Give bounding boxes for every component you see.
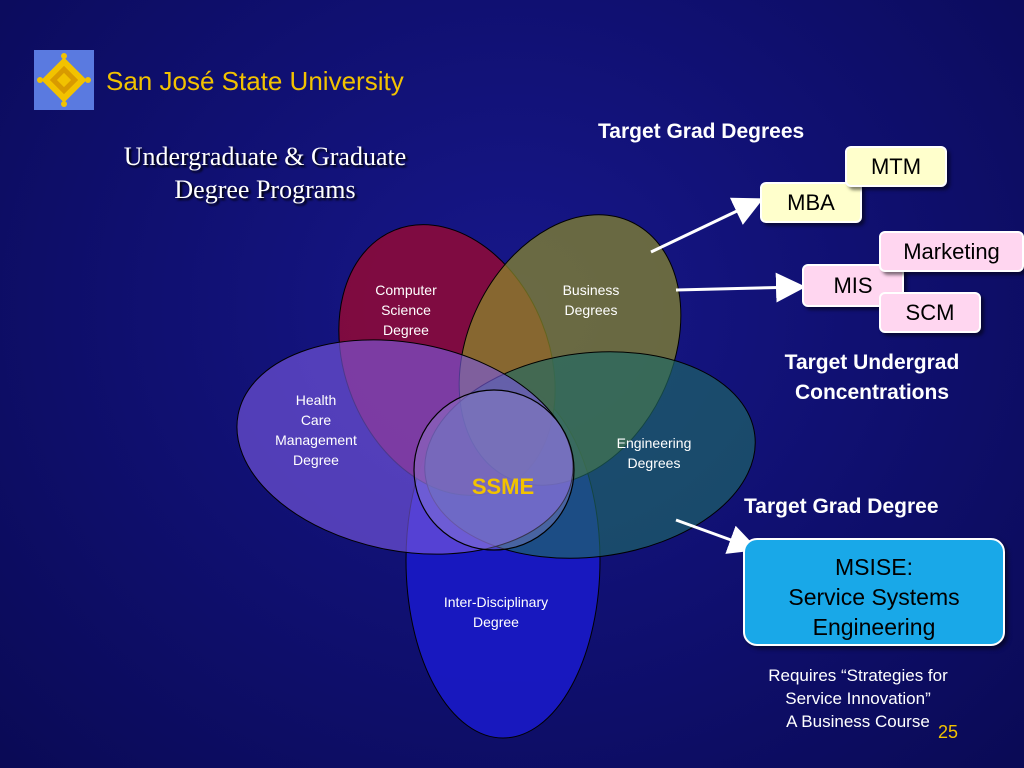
label-computer-science: Computer Science Degree	[356, 280, 456, 340]
heading-line: Concentrations	[794, 381, 949, 404]
page-number: 25	[938, 722, 959, 742]
note-line: Requires “Strategies for	[768, 666, 948, 685]
note-line: A Business Course	[786, 712, 930, 731]
label-line: Degree	[293, 452, 339, 468]
msise-box: MSISE: Service Systems Engineering	[743, 538, 1005, 646]
label-health-care: Health Care Management Degree	[258, 390, 374, 470]
university-logo	[34, 50, 94, 110]
ellipse-ssme-center	[413, 389, 575, 551]
label-line: Inter-Disciplinary	[443, 594, 549, 610]
label-business: Business Degrees	[540, 280, 642, 320]
arrow-to-grad-degrees	[650, 197, 764, 254]
heading-target-grad-degrees: Target Grad Degrees	[598, 120, 805, 143]
label-line: Engineering	[616, 435, 692, 451]
label-line: Care	[300, 412, 332, 428]
msise-line: Service Systems	[788, 584, 960, 610]
label-line: Science	[381, 302, 431, 318]
heading-line: Target Undergrad	[784, 351, 960, 374]
msise-line: MSISE:	[835, 554, 913, 580]
heading-target-undergrad-concentrations: Target Undergrad Concentrations	[752, 348, 992, 408]
ssme-label: SSME	[471, 474, 535, 499]
msise-line: Engineering	[812, 614, 936, 640]
label-line: Degree	[383, 322, 429, 338]
tag-mba: MBA	[760, 182, 862, 223]
subtitle-line: Degree Programs	[174, 175, 356, 204]
heading-target-grad-degree: Target Grad Degree	[744, 495, 939, 518]
tag-scm: SCM	[879, 292, 981, 333]
tag-marketing: Marketing	[879, 231, 1024, 272]
arrow-to-concentrations	[675, 272, 806, 303]
label-line: Business	[562, 282, 620, 298]
requirement-note: Requires “Strategies for Service Innovat…	[740, 664, 976, 733]
label-line: Degrees	[627, 455, 681, 471]
note-line: Service Innovation”	[785, 689, 931, 708]
university-name: San José State University	[106, 66, 404, 96]
label-line: Degree	[473, 614, 519, 630]
label-line: Health	[295, 392, 337, 408]
slide-subtitle: Undergraduate & Graduate Degree Programs	[60, 140, 470, 206]
tag-mtm: MTM	[845, 146, 947, 187]
ellipse-health-care	[236, 339, 574, 555]
label-line: Management	[275, 432, 357, 448]
label-line: Degrees	[564, 302, 618, 318]
label-engineering: Engineering Degrees	[598, 433, 710, 473]
arrow-to-msise	[675, 518, 759, 554]
label-line: Computer	[375, 282, 437, 298]
subtitle-line: Undergraduate & Graduate	[123, 142, 407, 171]
label-inter-disciplinary: Inter-Disciplinary Degree	[426, 592, 566, 632]
